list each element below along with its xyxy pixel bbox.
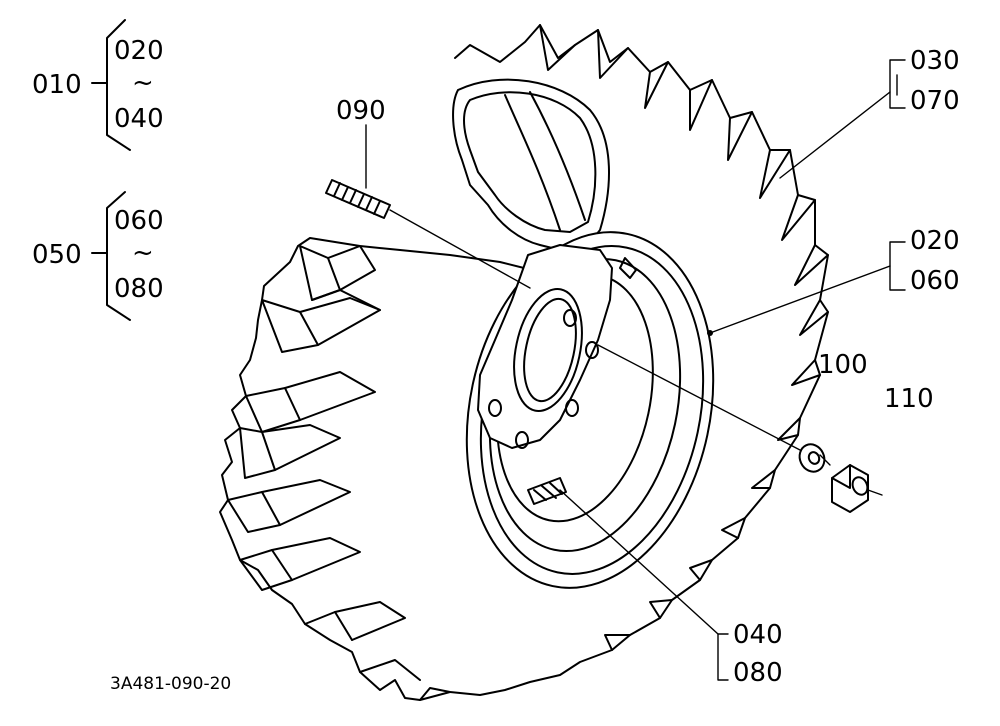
group-1-parent-label: 010 (32, 70, 82, 100)
group-2-first-label: 060 (114, 206, 164, 236)
rim-label-a: 020 (910, 226, 960, 256)
valve-label-b: 080 (733, 658, 783, 688)
valve-stem-top (619, 257, 637, 279)
group-1-last-label: 040 (114, 104, 164, 134)
bolt-holes (488, 309, 599, 449)
group-brackets (91, 19, 131, 321)
group-2-last-label: 080 (114, 274, 164, 304)
tread-lugs-left (227, 245, 451, 701)
tire-cross-section (452, 78, 610, 251)
group-2-range-mark: ~ (132, 238, 154, 268)
tire-label-b: 070 (910, 86, 960, 116)
rim-label-b: 060 (910, 266, 960, 296)
washer (798, 443, 826, 473)
valve-cover (527, 477, 567, 505)
hex-nut (831, 464, 869, 513)
washer-label: 100 (818, 350, 868, 380)
group-1-range-mark: ~ (132, 68, 154, 98)
stud-bolt (325, 179, 391, 219)
valve-label-a: 040 (733, 620, 783, 650)
drawing-reference-number: 3A481-090-20 (110, 674, 232, 694)
tread-lugs-right (539, 24, 829, 651)
leader-lines (365, 59, 906, 681)
tire-label-a: 030 (910, 46, 960, 76)
group-2-parent-label: 050 (32, 240, 82, 270)
group-1-first-label: 020 (114, 36, 164, 66)
nut-label: 110 (884, 384, 934, 414)
stud-label: 090 (336, 96, 386, 126)
